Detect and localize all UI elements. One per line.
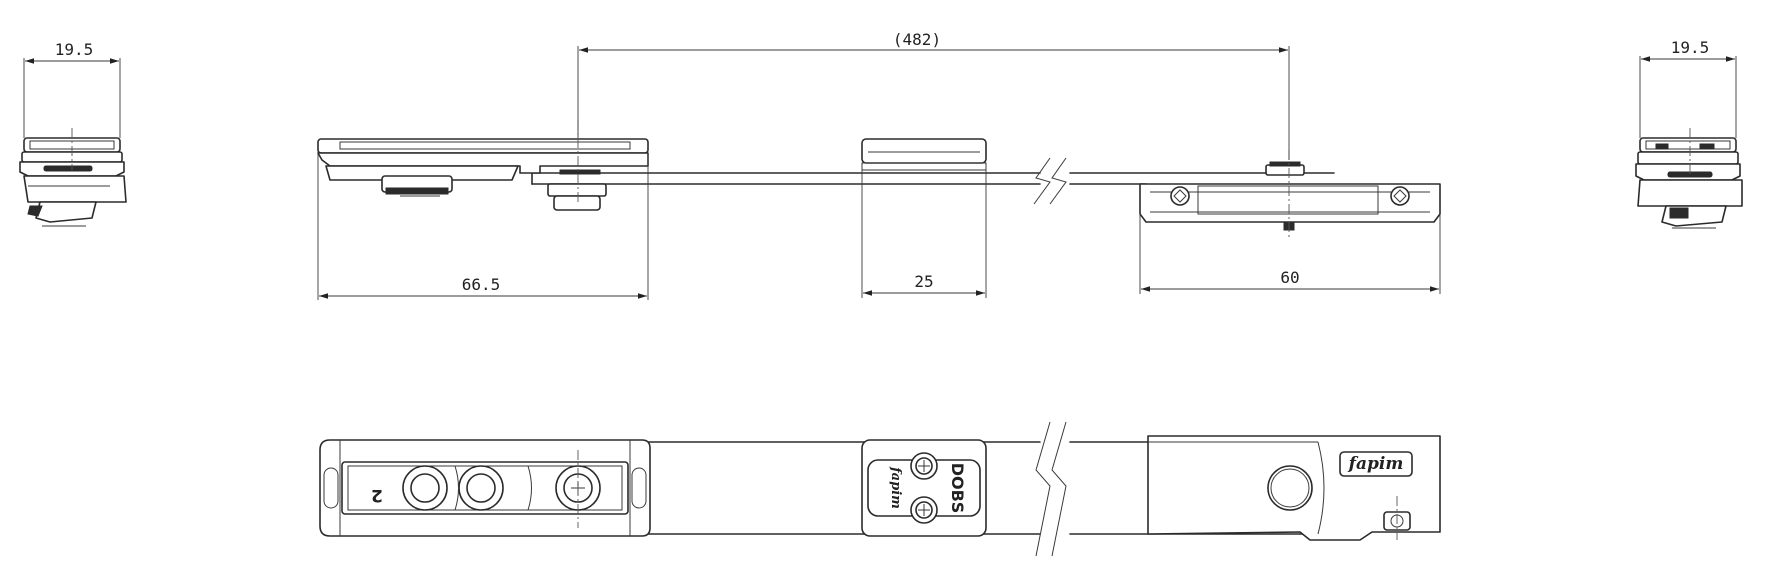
left-end-width-dimension: 19.5 bbox=[55, 40, 94, 59]
guide-label-mark: DOBS bbox=[948, 463, 967, 514]
right-body-dimension: 60 bbox=[1280, 268, 1299, 287]
left-body-dimension: 66.5 bbox=[462, 275, 501, 294]
part-number-mark: 2 bbox=[371, 485, 383, 505]
middle-guide-dimension: 25 bbox=[914, 272, 933, 291]
front-view: (482) 66.5 25 60 bbox=[317, 30, 1441, 300]
right-end-view: 19.5 bbox=[1635, 38, 1743, 229]
right-end-width-dimension: 19.5 bbox=[1671, 38, 1710, 57]
left-end-view: 19.5 bbox=[19, 40, 127, 227]
guide-brand-mark: fapim bbox=[888, 466, 903, 509]
body-brand-mark: fapim bbox=[1348, 454, 1404, 474]
top-view: 2 fapim DOBS fapim bbox=[319, 421, 1441, 557]
overall-length-dimension: (482) bbox=[893, 30, 941, 49]
